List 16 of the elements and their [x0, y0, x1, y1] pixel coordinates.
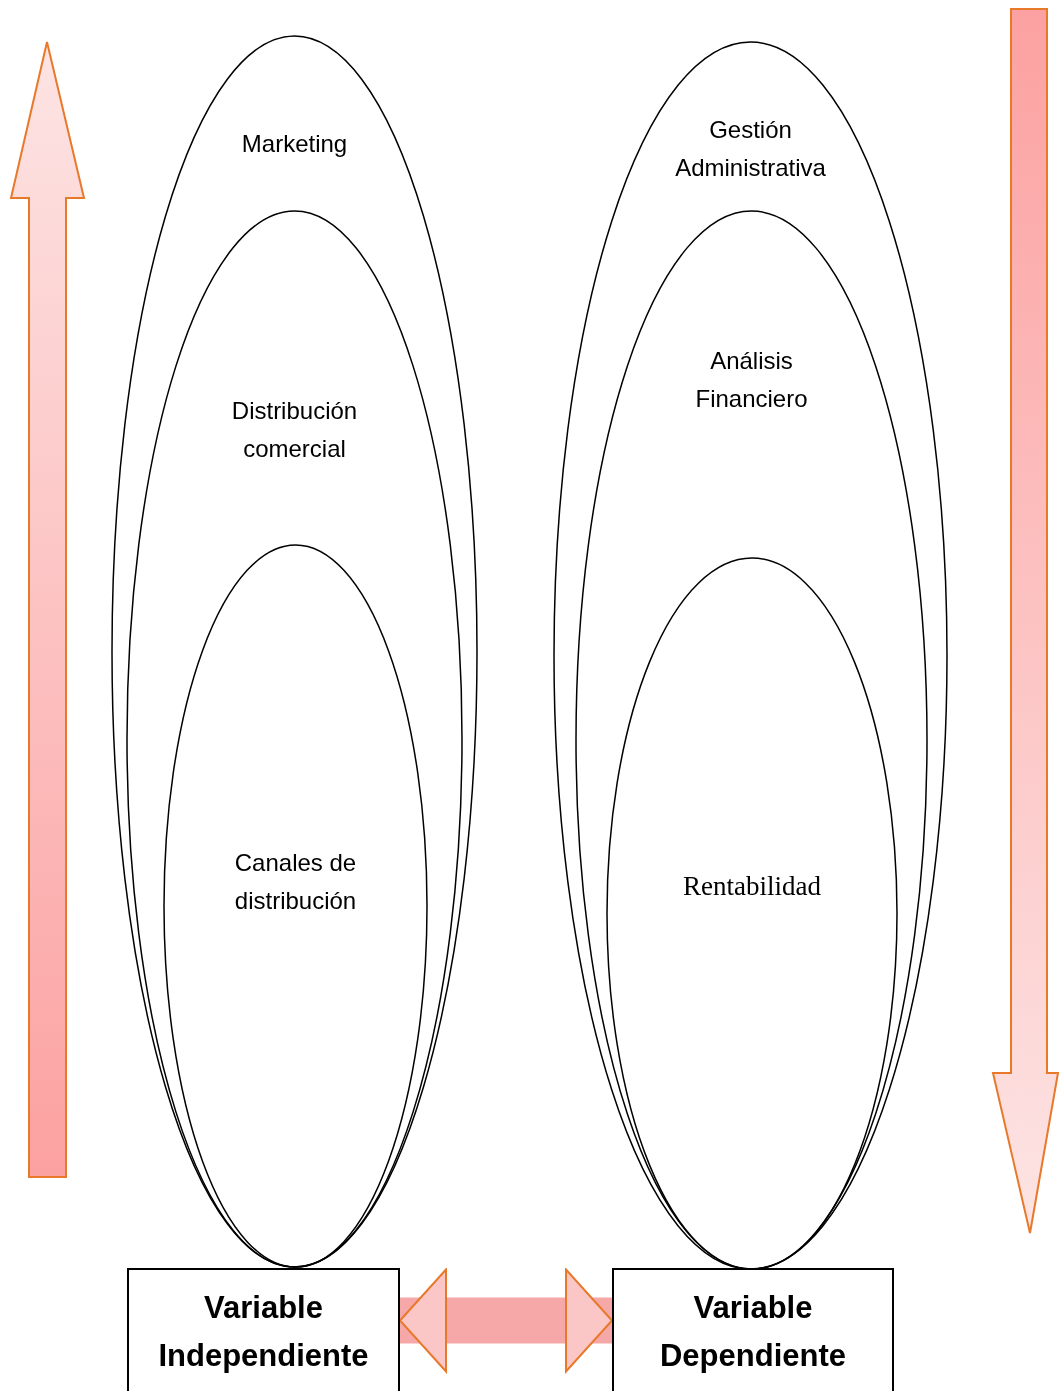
ellipse	[126, 210, 463, 1268]
ellipse-label: Canales de distribución	[233, 848, 358, 916]
ellipse	[553, 41, 948, 1270]
box-title: Variable Independiente	[157, 1289, 370, 1375]
ellipse	[111, 35, 478, 1268]
ellipse	[575, 210, 928, 1270]
ellipse-label: Distribución comercial	[230, 396, 359, 464]
box-title: Variable Dependiente	[659, 1289, 847, 1375]
ellipse	[163, 544, 428, 1268]
ellipse-label: Gestión Administrativa	[674, 115, 827, 183]
ellipse-label: Análisis Financiero	[694, 346, 809, 414]
ellipse	[606, 557, 898, 1270]
ellipse-label: Marketing	[240, 129, 349, 159]
variable-box	[612, 1268, 894, 1391]
variable-box	[127, 1268, 400, 1391]
ellipse-label: Rentabilidad	[682, 870, 822, 903]
